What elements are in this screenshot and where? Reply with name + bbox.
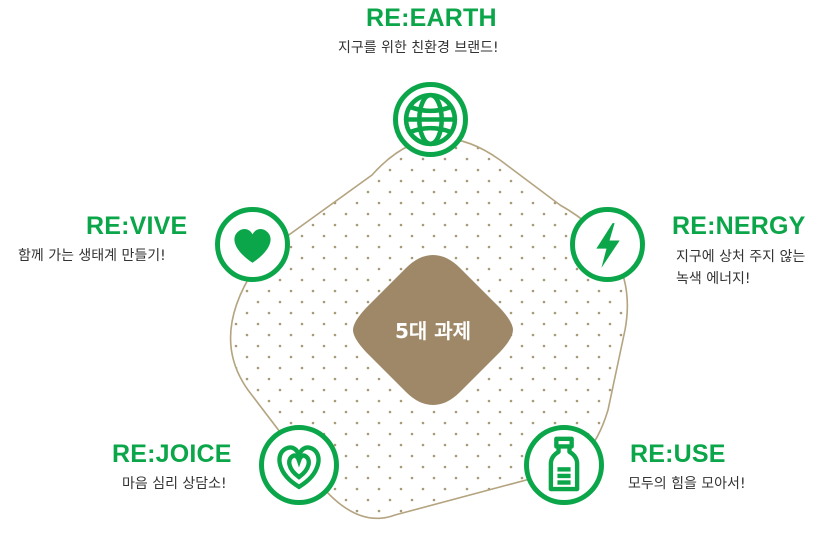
center-rounded-diamond [353, 255, 513, 405]
re-nergy-description-line2: 녹색 에너지! [676, 271, 751, 287]
re-nergy-title: RE:NERGY [672, 212, 806, 240]
center-label: 5대 과제 [394, 319, 472, 343]
bottle-icon [524, 425, 604, 505]
heart-icon [215, 207, 290, 282]
re-use-title: RE:USE [630, 440, 726, 468]
lightning-bolt-icon [570, 207, 645, 282]
re-vive-description: 함께 가는 생태계 만들기! [18, 248, 166, 264]
re-earth-description: 지구를 위한 친환경 브랜드! [338, 40, 499, 56]
re-joice-title: RE:JOICE [112, 440, 232, 468]
re-nergy-description-line1: 지구에 상처 주지 않는 [676, 249, 806, 265]
re-earth-title: RE:EARTH [366, 4, 497, 32]
re-use-description: 모두의 힘을 모아서! [628, 476, 746, 492]
re-vive-title: RE:VIVE [86, 212, 188, 240]
double-heart-icon [259, 425, 339, 505]
globe-icon [393, 82, 468, 157]
re-joice-description: 마음 심리 상담소! [122, 476, 227, 492]
